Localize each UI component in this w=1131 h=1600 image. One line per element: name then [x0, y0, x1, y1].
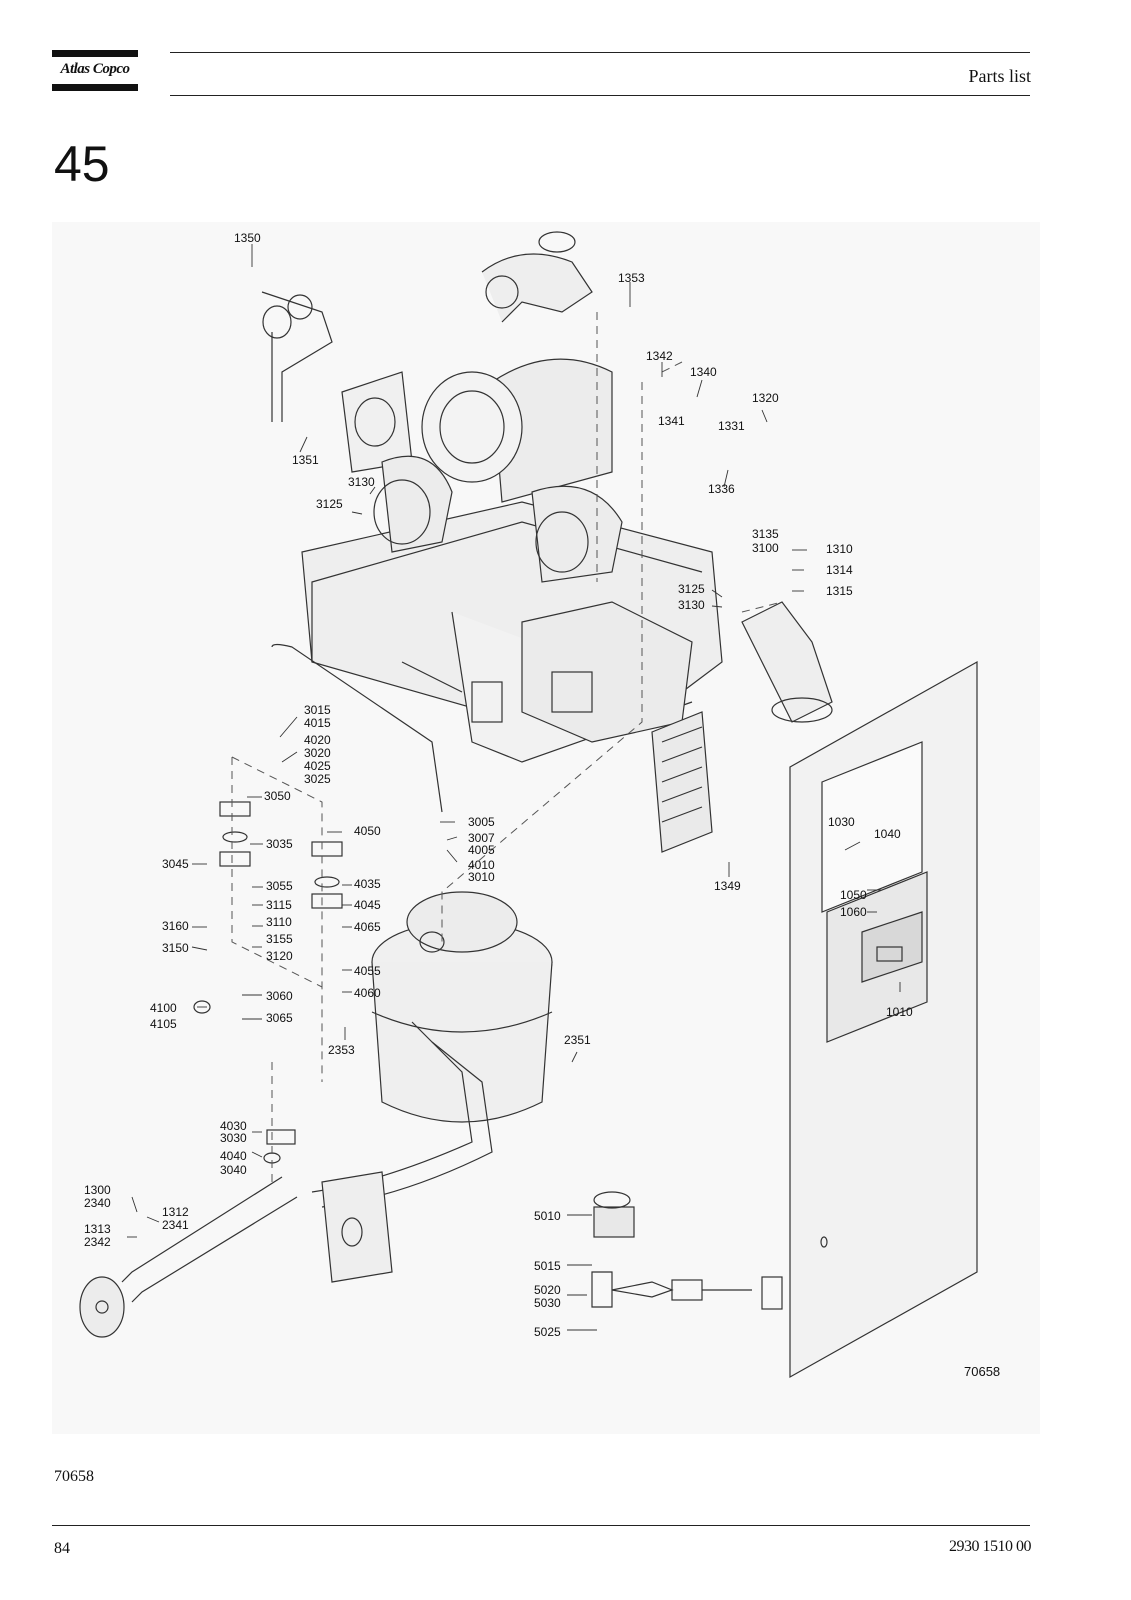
callout-label: 4005	[468, 843, 495, 857]
callout-label: 3005	[468, 815, 495, 829]
header-rule-bottom	[170, 95, 1030, 96]
callout-label: 3030	[220, 1131, 247, 1145]
callout-label: 2341	[162, 1218, 189, 1232]
callout-label: 2353	[328, 1043, 355, 1057]
callout-label: 1315	[826, 584, 853, 598]
exploded-parts-drawing: 1350 1353 1342 1340 1320 1341 1331 1351 …	[52, 222, 1040, 1434]
callout-label: 4105	[150, 1017, 177, 1031]
callout-label: 3155	[266, 932, 293, 946]
callout-label: 3110	[266, 915, 292, 929]
callout-label: 1353	[618, 271, 645, 285]
figure-caption: 70658	[54, 1468, 94, 1485]
section-label: Parts list	[968, 66, 1031, 86]
callout-label: 2342	[84, 1235, 111, 1249]
callout-label: 2340	[84, 1196, 111, 1210]
callout-label: 4065	[354, 920, 381, 934]
callout-label: 3120	[266, 949, 293, 963]
header-rule-top	[170, 52, 1030, 53]
callout-label: 3015	[304, 703, 331, 717]
document-number: 2930 1510 00	[949, 1538, 1032, 1555]
callout-label: 4060	[354, 986, 381, 1000]
callout-label: 4045	[354, 898, 381, 912]
callout-label: 4015	[304, 716, 331, 730]
callout-label: 1349	[714, 879, 741, 893]
callout-label: 3035	[266, 837, 293, 851]
callout-label: 3130	[348, 475, 375, 489]
callout-label: 3125	[678, 582, 705, 596]
callout-label: 1320	[752, 391, 779, 405]
callout-label: 4100	[150, 1001, 177, 1015]
logo-wordmark: Atlas Copco	[60, 61, 130, 77]
parts-drawing-svg	[79, 231, 978, 1379]
callout-label: 1313	[84, 1222, 111, 1236]
page-number: 84	[54, 1540, 70, 1557]
callout-label: 4010	[468, 858, 495, 872]
chapter-number: 45	[54, 136, 110, 192]
callout-label: 3115	[266, 898, 292, 912]
callout-label: 3150	[162, 941, 189, 955]
callout-label: 1010	[886, 1005, 913, 1019]
callout-label: 3010	[468, 870, 495, 884]
callout-label: 3025	[304, 772, 331, 786]
callout-label: 1050	[840, 888, 867, 902]
callout-label: 1350	[234, 231, 261, 245]
callout-label: 3160	[162, 919, 189, 933]
callout-label: 5010	[534, 1209, 561, 1223]
atlas-copco-logo: Atlas Copco	[52, 48, 138, 94]
callout-label: 3055	[266, 879, 293, 893]
callout-label: 3125	[316, 497, 343, 511]
callout-label: 1314	[826, 563, 853, 577]
callout-label: 1331	[718, 419, 745, 433]
callout-label: 4050	[354, 824, 381, 838]
callout-label: 1040	[874, 827, 901, 841]
callout-label: 1030	[828, 815, 855, 829]
figure-reference-number: 70658	[964, 1364, 1001, 1379]
callout-label: 2351	[564, 1033, 591, 1047]
callout-label: 1060	[840, 905, 867, 919]
callout-label: 3130	[678, 598, 705, 612]
callout-label: 3135	[752, 527, 779, 541]
callout-label: 1342	[646, 349, 673, 363]
callout-label: 1351	[292, 453, 319, 467]
callout-label: 1300	[84, 1183, 111, 1197]
callout-label: 5030	[534, 1296, 561, 1310]
callout-label: 3040	[220, 1163, 247, 1177]
callout-label: 3020	[304, 746, 331, 760]
callout-label: 1336	[708, 482, 735, 496]
callout-label: 4020	[304, 733, 331, 747]
callout-label: 4035	[354, 877, 381, 891]
callout-label: 5025	[534, 1325, 561, 1339]
callout-label: 3065	[266, 1011, 293, 1025]
callout-label: 4025	[304, 759, 331, 773]
callout-label: 4040	[220, 1149, 247, 1163]
callout-label: 3045	[162, 857, 189, 871]
callout-label: 5020	[534, 1283, 561, 1297]
footer-rule	[52, 1525, 1030, 1526]
callout-label: 3007	[468, 831, 495, 845]
callout-label: 4055	[354, 964, 381, 978]
callout-label: 1340	[690, 365, 717, 379]
callout-label: 3100	[752, 541, 779, 555]
callout-label: 1312	[162, 1205, 189, 1219]
callout-label: 1341	[658, 414, 685, 428]
callout-label: 4030	[220, 1119, 247, 1133]
logo-bar-top	[52, 50, 138, 57]
callout-label: 1310	[826, 542, 853, 556]
callout-label: 3060	[266, 989, 293, 1003]
callout-label: 3050	[264, 789, 291, 803]
callout-label: 5015	[534, 1259, 561, 1273]
logo-bar-bottom	[52, 84, 138, 91]
